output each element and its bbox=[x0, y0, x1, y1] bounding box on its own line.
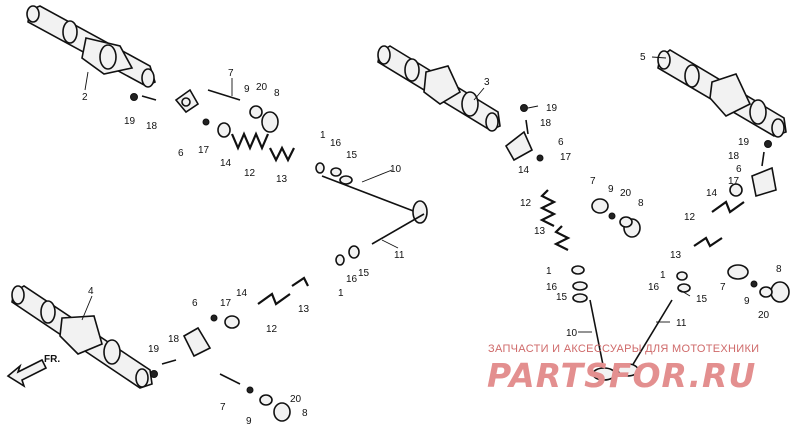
label-12d: 12 bbox=[684, 212, 696, 223]
small-parts bbox=[130, 88, 790, 422]
label-15: 15 bbox=[346, 150, 358, 161]
label-17d: 17 bbox=[728, 176, 740, 187]
label-16: 16 bbox=[330, 138, 342, 149]
label-20c: 20 bbox=[620, 188, 632, 199]
label-16b: 16 bbox=[346, 274, 358, 285]
label-14b: 14 bbox=[236, 288, 248, 299]
label-7b: 7 bbox=[220, 402, 226, 413]
label-11: 11 bbox=[394, 250, 405, 261]
label-13c: 13 bbox=[534, 226, 546, 237]
label-20: 20 bbox=[256, 82, 268, 93]
leader-lines bbox=[81, 56, 691, 333]
label-9c: 9 bbox=[608, 184, 614, 195]
label-12c: 12 bbox=[520, 198, 532, 209]
label-8: 8 bbox=[274, 88, 280, 99]
label-7c: 7 bbox=[590, 176, 596, 187]
label-19b: 19 bbox=[148, 344, 160, 355]
label-12: 12 bbox=[244, 168, 256, 179]
label-14c: 14 bbox=[518, 165, 530, 176]
label-18b: 18 bbox=[168, 334, 180, 345]
label-20b: 20 bbox=[290, 394, 302, 405]
label-13: 13 bbox=[276, 174, 288, 185]
valve-springs bbox=[230, 131, 745, 306]
label-18d: 18 bbox=[728, 151, 740, 162]
label-1: 1 bbox=[320, 130, 326, 141]
label-5: 5 bbox=[640, 52, 646, 63]
label-18: 18 bbox=[146, 121, 158, 132]
label-15d: 15 bbox=[696, 294, 708, 305]
label-9d: 9 bbox=[744, 296, 750, 307]
label-18c: 18 bbox=[540, 118, 552, 129]
label-17b: 17 bbox=[220, 298, 232, 309]
label-14d: 14 bbox=[706, 188, 718, 199]
label-1b: 1 bbox=[338, 288, 344, 299]
label-11c: 11 bbox=[676, 318, 687, 329]
label-6c: 6 bbox=[558, 137, 564, 148]
label-19c: 19 bbox=[546, 103, 558, 114]
label-10c: 10 bbox=[566, 328, 578, 339]
valve-10-top bbox=[321, 175, 428, 224]
label-6: 6 bbox=[178, 148, 184, 159]
label-16c: 16 bbox=[546, 282, 558, 293]
label-9: 9 bbox=[244, 84, 250, 95]
label-1d: 1 bbox=[660, 270, 666, 281]
label-8b: 8 bbox=[302, 408, 308, 419]
label-10: 10 bbox=[390, 164, 402, 175]
label-1c: 1 bbox=[546, 266, 552, 277]
camshaft-2 bbox=[26, 5, 156, 88]
label-8c: 8 bbox=[638, 198, 644, 209]
label-9b: 9 bbox=[246, 416, 252, 427]
label-6d: 6 bbox=[736, 164, 742, 175]
label-20d: 20 bbox=[758, 310, 770, 321]
valve-11-bottom bbox=[617, 299, 673, 377]
label-19d: 19 bbox=[738, 137, 750, 148]
label-8d: 8 bbox=[776, 264, 782, 275]
label-3: 3 bbox=[484, 77, 490, 88]
label-15b: 15 bbox=[358, 268, 370, 279]
label-2: 2 bbox=[82, 92, 88, 103]
label-4: 4 bbox=[88, 286, 94, 297]
camshaft-5 bbox=[657, 49, 787, 138]
label-6b: 6 bbox=[192, 298, 198, 309]
label-14: 14 bbox=[220, 158, 232, 169]
watermark-tagline: ЗАПЧАСТИ И АКСЕССУАРЫ ДЛЯ МОТОТЕХНИКИ bbox=[488, 343, 760, 355]
label-13d: 13 bbox=[670, 250, 682, 261]
camshaft-4 bbox=[11, 285, 153, 389]
label-12b: 12 bbox=[266, 324, 278, 335]
part-number-labels: 2 3 5 4 7 9 20 8 19 18 6 17 14 12 13 1 1… bbox=[82, 52, 782, 427]
label-17: 17 bbox=[198, 145, 210, 156]
watermark-logo: PARTSFOR.RU bbox=[487, 356, 757, 395]
front-arrow bbox=[6, 358, 48, 388]
label-19: 19 bbox=[124, 116, 136, 127]
label-16d: 16 bbox=[648, 282, 660, 293]
label-17c: 17 bbox=[560, 152, 572, 163]
camshaft-3 bbox=[377, 45, 501, 132]
label-15c: 15 bbox=[556, 292, 568, 303]
label-7: 7 bbox=[228, 68, 234, 79]
label-13b: 13 bbox=[298, 304, 310, 315]
valve-11-top bbox=[371, 213, 425, 245]
valve-10-bottom bbox=[589, 299, 616, 381]
front-label: FR. bbox=[44, 354, 61, 365]
label-7d: 7 bbox=[720, 282, 726, 293]
